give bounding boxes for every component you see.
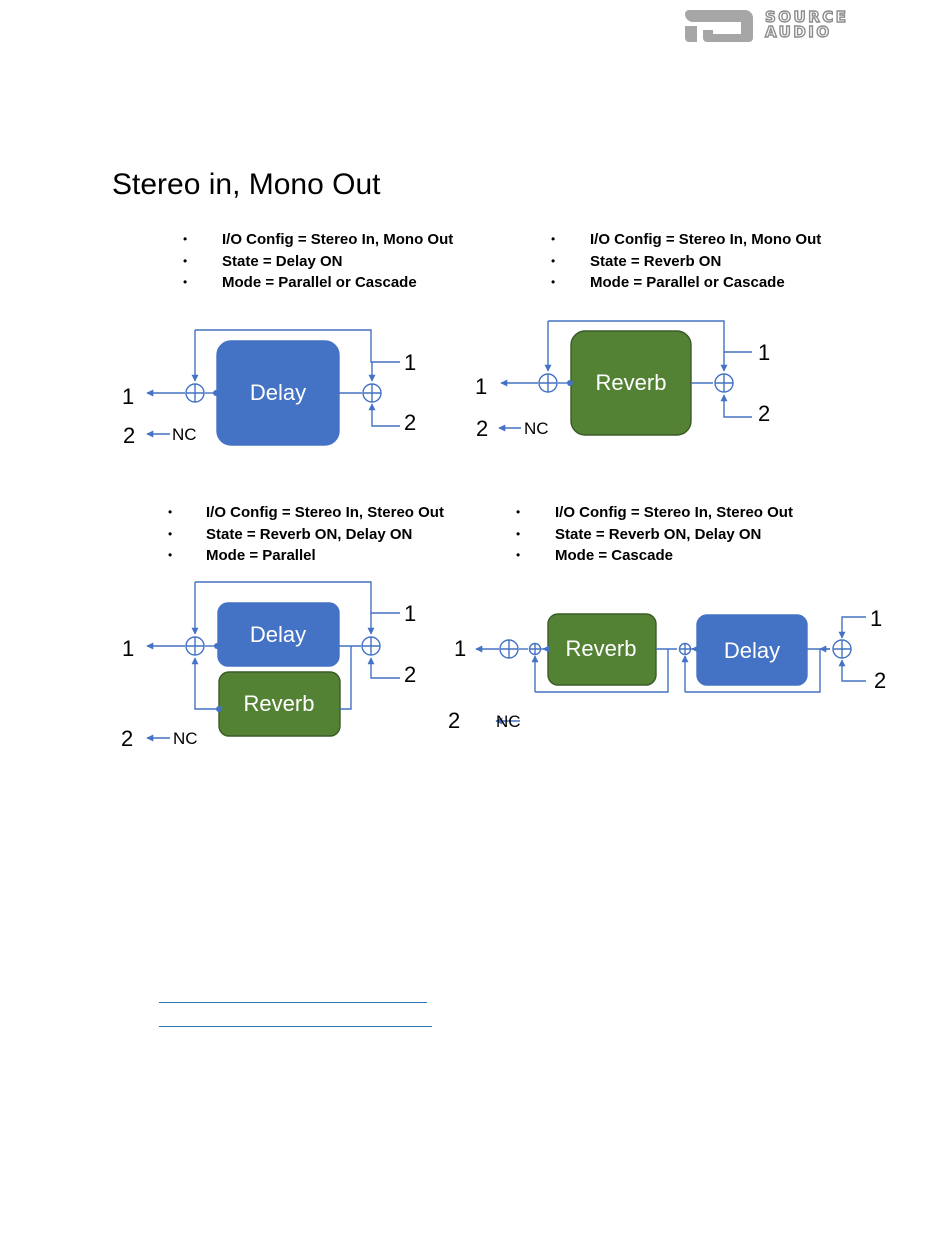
diagram-delay-mono [146,329,400,446]
delay-label: Delay [250,380,306,405]
page-title: Stereo in, Mono Out [112,168,381,201]
nc-label: NC [173,729,198,748]
nc-label: NC [524,419,549,438]
output-2-label: 2 [476,416,488,441]
input-1-label: 1 [870,606,882,631]
summing-junction-icon [185,383,205,403]
logo-mark-icon [685,10,753,42]
summing-junction-icon [678,642,692,656]
output-1-label: 1 [122,636,134,661]
summing-junction-icon [362,383,382,403]
summing-junction-icon [538,373,558,393]
logo-line-2: AUDIO [764,23,832,41]
summing-junction-icon [185,636,205,656]
input-1-label: 1 [404,350,416,375]
reverb-label: Reverb [566,636,637,661]
output-1-label: 1 [475,374,487,399]
delay-label: Delay [724,638,780,663]
reverb-block [218,671,341,737]
output-2-label: 2 [123,423,135,448]
output-2-label: 2 [121,726,133,751]
summing-junction-icon [714,373,734,393]
summing-junction-icon [499,639,519,659]
diagram-cascade [475,613,866,725]
nc-label: NC [172,425,197,444]
reverb-block [547,613,657,686]
hyperlink-underline[interactable] [159,1026,432,1027]
summing-junction-icon [528,642,542,656]
logo-line-1: SOURCE [764,8,849,26]
input-1-label: 1 [404,601,416,626]
input-1-label: 1 [758,340,770,365]
diagram-parallel [146,581,400,742]
summing-junction-icon [361,636,381,656]
output-1-label: 1 [122,384,134,409]
input-2-label: 2 [874,668,886,693]
delay-block [217,602,340,667]
input-2-label: 2 [404,662,416,687]
delay-block [696,614,808,686]
delay-block [216,340,340,446]
hyperlink-underline[interactable] [159,1002,427,1003]
diagram-reverb-mono [498,320,752,436]
source-audio-logo: SOURCE AUDIO [683,8,883,44]
delay-label: Delay [250,622,306,647]
reverb-label: Reverb [596,370,667,395]
input-2-label: 2 [404,410,416,435]
input-2-label: 2 [758,401,770,426]
logo-wordmark: SOURCE AUDIO [764,8,849,41]
reverb-label: Reverb [244,691,315,716]
nc-label: NC [496,712,521,731]
reverb-block [570,330,692,436]
output-1-label: 1 [454,636,466,661]
summing-junction-icon [832,639,852,659]
output-2-label: 2 [448,708,460,733]
